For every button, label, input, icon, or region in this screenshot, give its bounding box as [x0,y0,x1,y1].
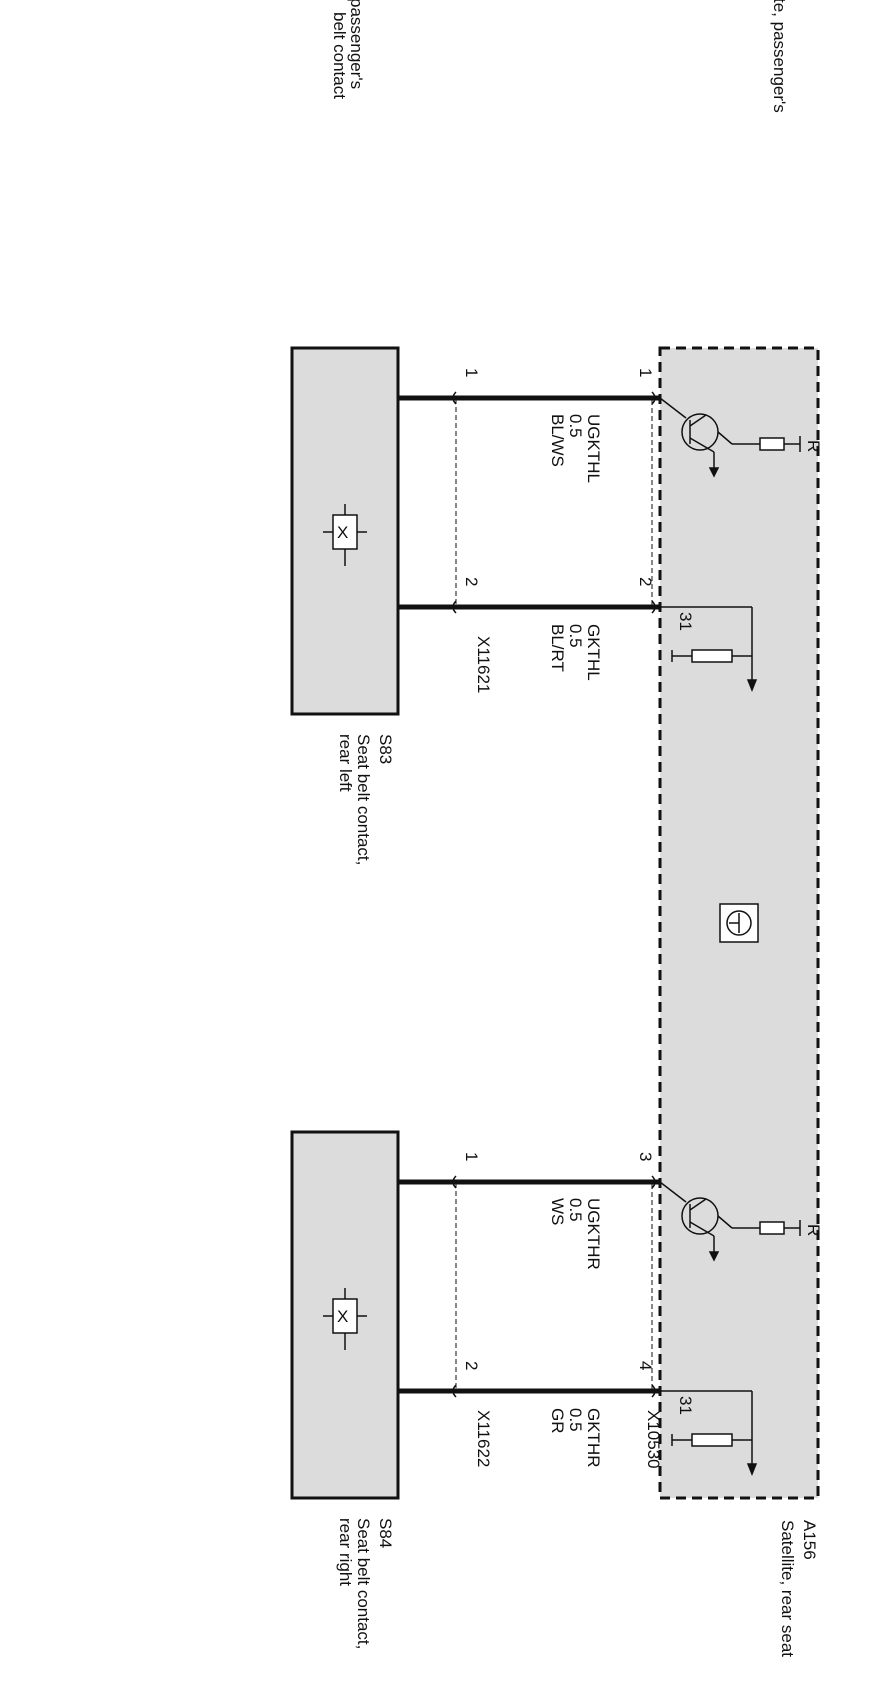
wire-color-1: BL/WS [548,414,567,467]
belt-switch-icon: X [323,504,367,566]
fragment-belt-contact: belt contact [330,12,349,99]
wire-signal-2: GKTHL [584,624,603,681]
ground-resistor-icon [660,1390,758,1477]
wire-size-3: 0.5 [566,1198,585,1222]
wire-size-2: 0.5 [566,624,585,648]
pin-s83-2: 2 [462,577,481,586]
module-id: A156 [800,1520,819,1560]
pin-a156-4: 4 [636,1361,655,1370]
fragment-passenger-left: passenger's [347,0,366,89]
svg-text:X: X [337,523,348,542]
switch-s83-position: rear left [336,734,355,792]
wire-signal-1: UGKTHL [584,414,603,483]
wire-color-3: WS [548,1198,567,1225]
resistor-icon [732,1220,801,1236]
svg-text:X: X [337,1307,348,1326]
module-center-icon [719,903,759,943]
module-connector: X10530 [644,1410,663,1469]
module-name: Satellite, rear seat [778,1520,797,1657]
pin-a156-3: 3 [636,1152,655,1161]
switch-s84-connector: X11622 [474,1410,493,1467]
resistor-label-2: R [804,1224,823,1236]
connector-hooks [452,391,656,1398]
pin-s84-1: 1 [462,1152,481,1161]
ground-label-1: 31 [676,612,695,631]
switch-s83-name: Seat belt contact, [354,734,373,865]
ground-label-2: 31 [676,1396,695,1415]
fragment-passenger-right: te, passenger's [770,0,789,113]
belt-switch-icon: X [323,1288,367,1350]
wire-color-4: GR [548,1408,567,1434]
resistor-icon [732,436,801,452]
resistor-label-1: R [804,440,823,452]
switch-s84-id: S84 [376,1518,395,1548]
switch-s84-name: Seat belt contact, [354,1518,373,1649]
switch-s83-box [290,346,400,716]
switch-s83-id: S83 [376,734,395,764]
wire-size-1: 0.5 [566,414,585,438]
wire-signal-3: UGKTHR [584,1198,603,1270]
pin-a156-1: 1 [636,368,655,377]
wire-size-4: 0.5 [566,1408,585,1432]
pin-a156-2: 2 [636,577,655,586]
wire-signal-4: GKTHR [584,1408,603,1468]
transistor-icon [659,1181,733,1262]
switch-s83-connector: X11621 [474,636,493,693]
switch-s84-position: rear right [336,1518,355,1586]
transistor-icon [659,397,733,478]
ground-resistor-icon [660,606,758,693]
wire-color-2: BL/RT [548,624,567,672]
pin-s84-2: 2 [462,1361,481,1370]
pin-s83-1: 1 [462,368,481,377]
